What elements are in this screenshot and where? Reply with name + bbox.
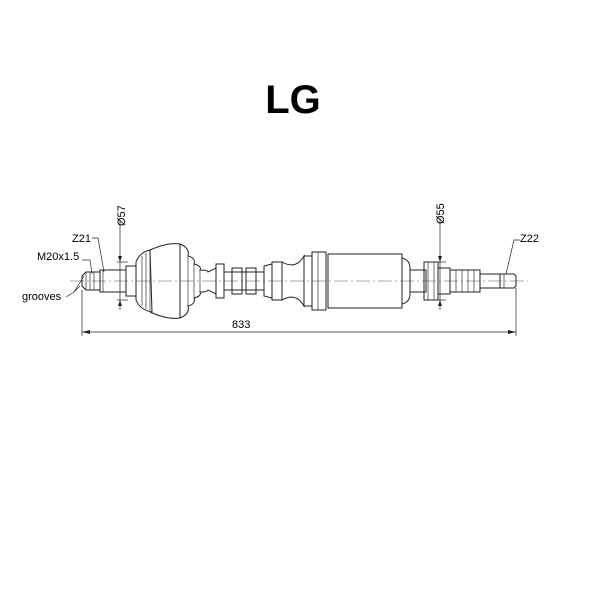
intermediate-shaft <box>223 251 327 311</box>
damper-tube <box>327 253 427 309</box>
z-left-label: Z21 <box>72 233 91 245</box>
thread-label: M20x1.5 <box>37 251 79 263</box>
thread-leader <box>82 259 93 275</box>
left-cv-joint <box>135 243 181 319</box>
right-diameter-dimension <box>436 218 446 310</box>
right-bearing <box>423 261 481 301</box>
right-stub <box>479 273 517 289</box>
right-diameter-label: Ø55 <box>435 203 447 224</box>
grooves-label: grooves <box>22 291 62 303</box>
length-dimension <box>81 288 517 336</box>
z-left-leader <box>92 237 105 273</box>
z-right-label: Z22 <box>520 233 539 245</box>
drawing-title: LG <box>265 78 321 122</box>
left-diameter-dimension <box>117 220 128 310</box>
grooves-leader <box>65 275 85 298</box>
left-stub <box>81 265 137 297</box>
z-right-leader <box>505 239 520 275</box>
left-diameter-label: Ø57 <box>116 205 128 226</box>
length-label: 833 <box>232 319 250 331</box>
